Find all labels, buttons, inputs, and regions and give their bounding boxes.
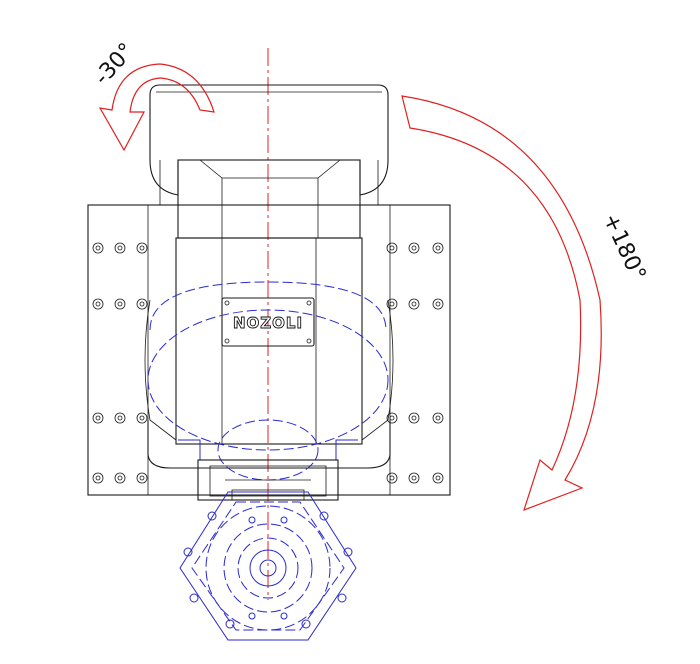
bolt-hole-inner bbox=[389, 301, 395, 307]
bolt-hole-inner bbox=[95, 301, 101, 307]
bolt-hole-inner bbox=[95, 415, 101, 421]
bolt-hole bbox=[408, 298, 420, 310]
bolt-holes bbox=[92, 242, 444, 484]
bolt-hole bbox=[114, 298, 126, 310]
bolt-hole bbox=[114, 242, 126, 254]
bolt-hole-inner bbox=[139, 301, 145, 307]
bolt-hole bbox=[114, 412, 126, 424]
negative-angle-label: -30° bbox=[90, 39, 140, 91]
bolt-hole bbox=[408, 412, 420, 424]
bolt-hole bbox=[386, 298, 398, 310]
bolt-hole bbox=[408, 472, 420, 484]
bolt-hole-inner bbox=[435, 415, 441, 421]
bolt-hole-inner bbox=[389, 475, 395, 481]
bolt-hole-inner bbox=[139, 245, 145, 251]
bolt-hole-inner bbox=[389, 245, 395, 251]
bolt-hole-inner bbox=[139, 415, 145, 421]
bolt-hole bbox=[432, 242, 444, 254]
bolt-hole bbox=[92, 472, 104, 484]
bolt-hole bbox=[136, 242, 148, 254]
bolt-hole bbox=[92, 298, 104, 310]
tool-flange bbox=[179, 491, 357, 641]
bolt-hole bbox=[386, 412, 398, 424]
bolt-hole bbox=[432, 412, 444, 424]
bolt-hole bbox=[136, 298, 148, 310]
bolt-hole-inner bbox=[435, 475, 441, 481]
bolt-hole-inner bbox=[117, 301, 123, 307]
bolt-hole-inner bbox=[435, 245, 441, 251]
bolt-hole-inner bbox=[411, 415, 417, 421]
brand-label: NOZOLI bbox=[233, 314, 303, 332]
bolt-hole bbox=[92, 242, 104, 254]
bolt-hole-inner bbox=[117, 475, 123, 481]
positive-angle-label: +180° bbox=[597, 210, 650, 285]
bolt-hole bbox=[386, 242, 398, 254]
mounting-plate bbox=[87, 204, 451, 496]
bolt-hole bbox=[432, 298, 444, 310]
bolt-hole-inner bbox=[411, 301, 417, 307]
upper-housing bbox=[149, 84, 389, 205]
bolt-hole bbox=[114, 472, 126, 484]
bolt-hole-inner bbox=[117, 245, 123, 251]
bolt-hole-inner bbox=[95, 475, 101, 481]
bolt-hole bbox=[386, 472, 398, 484]
bolt-hole bbox=[136, 412, 148, 424]
bolt-hole-inner bbox=[139, 475, 145, 481]
bolt-hole-inner bbox=[95, 245, 101, 251]
bolt-hole-inner bbox=[389, 415, 395, 421]
negative-rotation-arrow bbox=[98, 63, 215, 152]
flange-neck bbox=[197, 459, 339, 501]
bolt-hole-inner bbox=[435, 301, 441, 307]
brand-plate: NOZOLI bbox=[221, 297, 315, 347]
bolt-hole-inner bbox=[411, 475, 417, 481]
positive-rotation-arrow bbox=[401, 95, 602, 512]
bolt-hole bbox=[92, 412, 104, 424]
bolt-hole bbox=[432, 472, 444, 484]
main-body bbox=[144, 237, 394, 469]
bolt-hole bbox=[408, 242, 420, 254]
bolt-hole bbox=[136, 472, 148, 484]
motor-block bbox=[177, 159, 361, 239]
bolt-hole-inner bbox=[117, 415, 123, 421]
bolt-hole-inner bbox=[411, 245, 417, 251]
